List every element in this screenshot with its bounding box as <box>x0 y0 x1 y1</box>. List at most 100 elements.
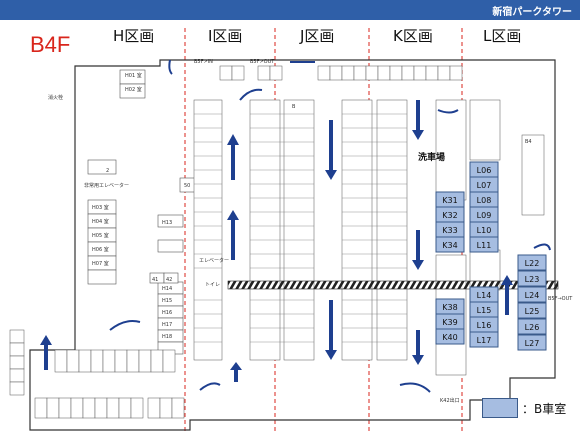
map-labels: B5F↗IN B5F↗OUT 消火栓 非常用エレベーター エレベーター トイレ … <box>48 59 573 404</box>
room-label: K40 <box>442 333 457 342</box>
room-L22 <box>517 254 547 271</box>
n41-label: 41 <box>152 277 158 283</box>
room-label: L26 <box>525 323 540 332</box>
room-h05-label: H05 室 <box>92 232 109 239</box>
arrow-shaft <box>231 145 235 180</box>
arrow-shaft <box>416 100 420 130</box>
room-L23 <box>517 270 547 287</box>
b-rooms <box>435 161 547 351</box>
arrow-head <box>412 260 424 270</box>
arrow-shaft <box>329 300 333 350</box>
h-stalls <box>87 69 197 355</box>
room-label: L23 <box>525 275 540 284</box>
ijk-stalls <box>193 99 545 376</box>
elev-i-label: エレベーター <box>199 257 229 264</box>
room-h04-label: H04 室 <box>92 218 109 225</box>
curve-arrow <box>533 243 551 251</box>
h18-label: H18 <box>162 334 172 340</box>
floor-label: B4F <box>30 32 71 57</box>
room-K34 <box>435 236 465 253</box>
curve-arrow <box>399 382 431 393</box>
section-j-label: J区画 <box>300 27 335 45</box>
room-label: K32 <box>442 211 457 220</box>
room-label: K39 <box>442 318 457 327</box>
room-label: L14 <box>477 291 492 300</box>
ramp-band <box>227 280 559 290</box>
h16-label: H16 <box>162 310 172 316</box>
header-bar: 新宿パークタワー <box>0 0 580 20</box>
room-L27 <box>517 334 547 351</box>
room-h03-label: H03 室 <box>92 204 109 211</box>
entrance-out-label: B5F↗OUT <box>250 59 275 65</box>
room-label: K33 <box>442 226 457 235</box>
arrow-shaft <box>505 285 509 315</box>
arrow-head <box>227 210 239 220</box>
room-L11 <box>469 236 499 253</box>
room-label: L11 <box>477 241 492 250</box>
arrow-shaft <box>416 330 420 355</box>
curve-arrow <box>109 320 141 331</box>
top-stalls <box>219 65 463 81</box>
room-h02-label: H02 室 <box>125 86 142 93</box>
legend-swatch <box>482 398 518 418</box>
arrow-shaft <box>231 220 235 260</box>
b-room-labels: L06 L07 L08 L09 L10 L11 K31 K32 K33 K34 … <box>442 166 539 348</box>
arrow-shaft <box>44 345 48 370</box>
h13-label: H13 <box>162 220 172 226</box>
section-l-label: L区画 <box>483 27 522 45</box>
outer-walls <box>29 59 556 431</box>
h14-label: H14 <box>162 286 172 292</box>
section-dividers <box>184 28 463 432</box>
entrance-in-label: B5F↗IN <box>194 59 213 65</box>
room-label: L08 <box>477 196 492 205</box>
arrow-head <box>325 170 337 180</box>
n42-label: 42 <box>166 277 172 283</box>
section-h-label: H区画 <box>113 27 155 45</box>
curve-arrow <box>437 109 459 114</box>
stall-lines <box>194 113 407 343</box>
room-L26 <box>517 318 547 335</box>
room-label: L17 <box>477 336 492 345</box>
toilet-label: トイレ <box>205 282 220 288</box>
room-L17 <box>469 331 499 348</box>
section-k-label: K区画 <box>393 27 433 45</box>
k-exit-label: K42出口 <box>440 397 460 404</box>
out-sign-label: B5F→OUT <box>548 296 573 302</box>
room-h01-label: H01 室 <box>125 72 142 79</box>
room-label: K34 <box>442 241 457 250</box>
room-label: L27 <box>525 339 540 348</box>
curve-arrows <box>109 59 551 393</box>
b4-label: B4 <box>525 139 532 145</box>
room-label: L15 <box>477 306 492 315</box>
elev-h-label: 非常用エレベーター <box>84 182 129 189</box>
room-label: K31 <box>442 196 457 205</box>
room-L24 <box>517 286 547 303</box>
arrow-shaft <box>234 370 238 382</box>
arrow-head <box>40 335 52 345</box>
room-label: L25 <box>525 307 540 316</box>
room-label: K38 <box>442 303 457 312</box>
arrow-head <box>227 134 239 145</box>
n2-label: 2 <box>106 168 109 174</box>
room-label: L24 <box>525 291 540 300</box>
arrow-head <box>325 350 337 360</box>
brand-label: 新宿パークタワー <box>492 7 572 18</box>
fire-label: 消火栓 <box>48 94 63 101</box>
arrow-head <box>501 275 513 285</box>
h15-label: H15 <box>162 298 172 304</box>
room-label: L10 <box>477 226 492 235</box>
curve-arrow <box>239 88 263 101</box>
room-label: L22 <box>525 259 540 268</box>
curve-arrow <box>199 382 221 391</box>
section-i-label: I区画 <box>208 27 243 45</box>
arrow-head <box>412 355 424 365</box>
wash-label: 洗車場 <box>418 151 445 163</box>
traffic-arrows <box>40 100 513 382</box>
h-bottom-stalls <box>9 329 185 419</box>
room-L25 <box>517 302 547 319</box>
room-K40 <box>435 328 465 345</box>
room-h06-label: H06 室 <box>92 246 109 253</box>
arrow-head <box>412 130 424 140</box>
arrow-shaft <box>329 120 333 170</box>
